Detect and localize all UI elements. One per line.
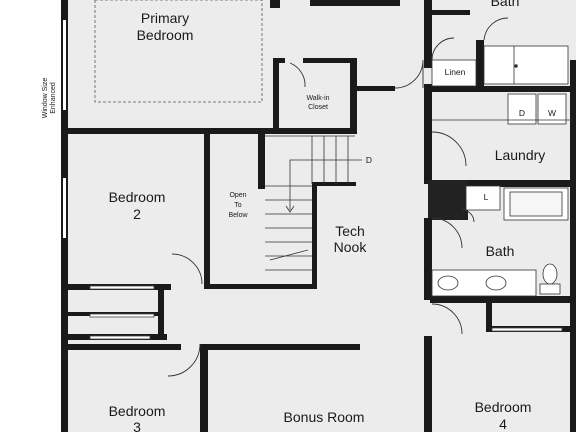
bath-top-fixtures: [431, 45, 569, 87]
door-swings: [167, 17, 509, 377]
bath-mid-fixtures: [431, 185, 569, 297]
laundry-label: Laundry: [495, 147, 546, 163]
open-to-below-label-line1: Open: [229, 192, 246, 199]
bath-top-label: Bath: [491, 0, 520, 9]
tech-nook-label-line1: Tech: [335, 223, 365, 239]
bonus-room-label: Bonus Room: [284, 409, 365, 425]
walls: [61, 0, 576, 432]
bedroom-4-label-line2: 4: [499, 416, 507, 432]
bedroom-3-label-line2: 3: [133, 419, 141, 432]
walk-in-closet-label-line2: Closet: [308, 104, 328, 111]
linen-small-label: L: [484, 192, 489, 202]
window-size-enhanced-label-line1: Window Size: [42, 78, 49, 119]
stair: [265, 135, 362, 271]
bedroom-2-label-line1: Bedroom: [109, 189, 166, 205]
bedroom-2-label-line2: 2: [133, 206, 141, 222]
exterior: [0, 0, 62, 432]
open-to-below-label-line2: To: [234, 202, 242, 209]
washer-label: W: [548, 108, 556, 118]
open-to-below-label-line3: Below: [228, 212, 248, 219]
window-size-enhanced-label-line2: Enhanced: [50, 82, 57, 114]
linen-label: Linen: [445, 67, 466, 77]
dryer-label: D: [519, 108, 525, 118]
primary-bedroom-ceiling-outline: [94, 0, 263, 103]
laundry-fixtures: [430, 93, 572, 125]
bath-mid-label: Bath: [486, 243, 515, 259]
bedroom-3-label-line1: Bedroom: [109, 403, 166, 419]
stair-down-label: D: [366, 155, 372, 165]
walk-in-closet-label-line1: Walk-in: [306, 95, 329, 102]
closet-doors: [89, 285, 563, 340]
primary-bedroom-label-line1: Primary: [141, 10, 189, 26]
primary-bedroom-label-line2: Bedroom: [137, 27, 194, 43]
bedroom-4-label-line1: Bedroom: [475, 399, 532, 415]
tech-nook-label-line2: Nook: [334, 239, 368, 255]
